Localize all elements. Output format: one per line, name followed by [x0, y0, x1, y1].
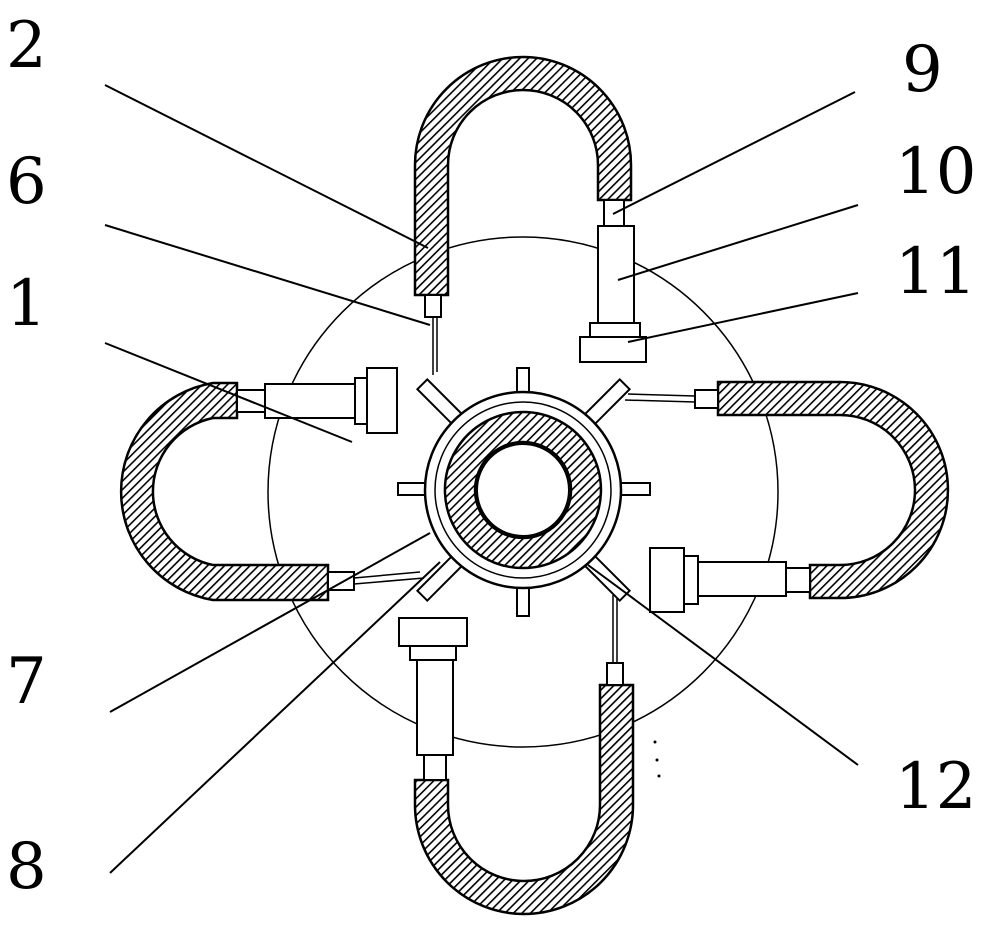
bottom-left-cylinder: [399, 618, 467, 780]
callout-12: 12: [895, 755, 976, 819]
top-right-cylinder: [580, 200, 646, 362]
callout-8: 8: [6, 835, 47, 899]
callout-10: 10: [895, 140, 976, 204]
right-lower-cylinder: [650, 548, 810, 612]
left-upper-cylinder: [237, 368, 397, 433]
callout-9: 9: [902, 38, 943, 102]
callout-7: 7: [6, 650, 47, 714]
callout-1: 1: [6, 272, 47, 336]
top-left-connector: [425, 295, 441, 375]
bottom-right-connector: [607, 595, 623, 685]
callout-11: 11: [895, 240, 976, 304]
callout-2: 2: [6, 14, 47, 78]
hub-bore: [477, 444, 569, 536]
callout-6: 6: [6, 150, 47, 214]
right-upper-connector: [625, 390, 718, 408]
stray-dots: [654, 741, 661, 778]
